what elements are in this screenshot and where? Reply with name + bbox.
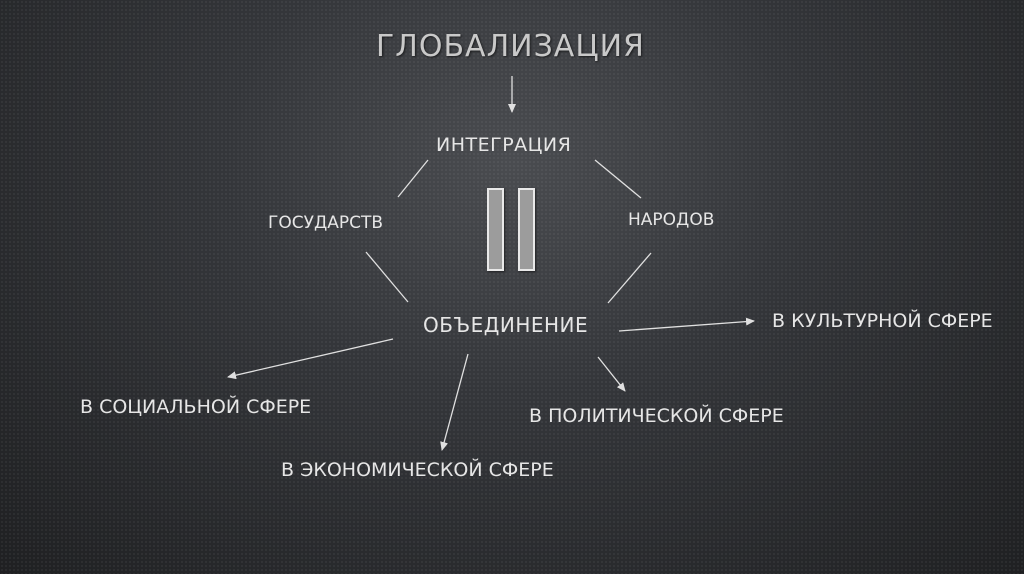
node-political-sphere: в политической сфере (529, 405, 784, 427)
link-integration-states (397, 159, 429, 198)
node-social-sphere: в социальной сфере (80, 396, 312, 418)
arrow-union-politics (597, 356, 626, 392)
node-peoples: народов (628, 210, 715, 230)
node-culture-sphere: в культурной сфере (772, 310, 993, 332)
equals-bar-left (487, 188, 504, 271)
link-peoples-union (607, 252, 652, 304)
arrow-union-social (227, 338, 394, 380)
node-states: государств (268, 213, 384, 233)
link-states-union (365, 251, 409, 303)
node-integration: Интеграция (436, 134, 572, 156)
equals-bar-right (518, 188, 535, 271)
diagram-title: Глобализация (376, 29, 645, 64)
link-integration-peoples (594, 159, 642, 199)
arrow-union-economy (440, 353, 469, 451)
arrow-union-culture (618, 317, 755, 332)
node-economic-sphere: в экономической сфере (281, 459, 554, 481)
node-union: объединение (423, 313, 589, 337)
